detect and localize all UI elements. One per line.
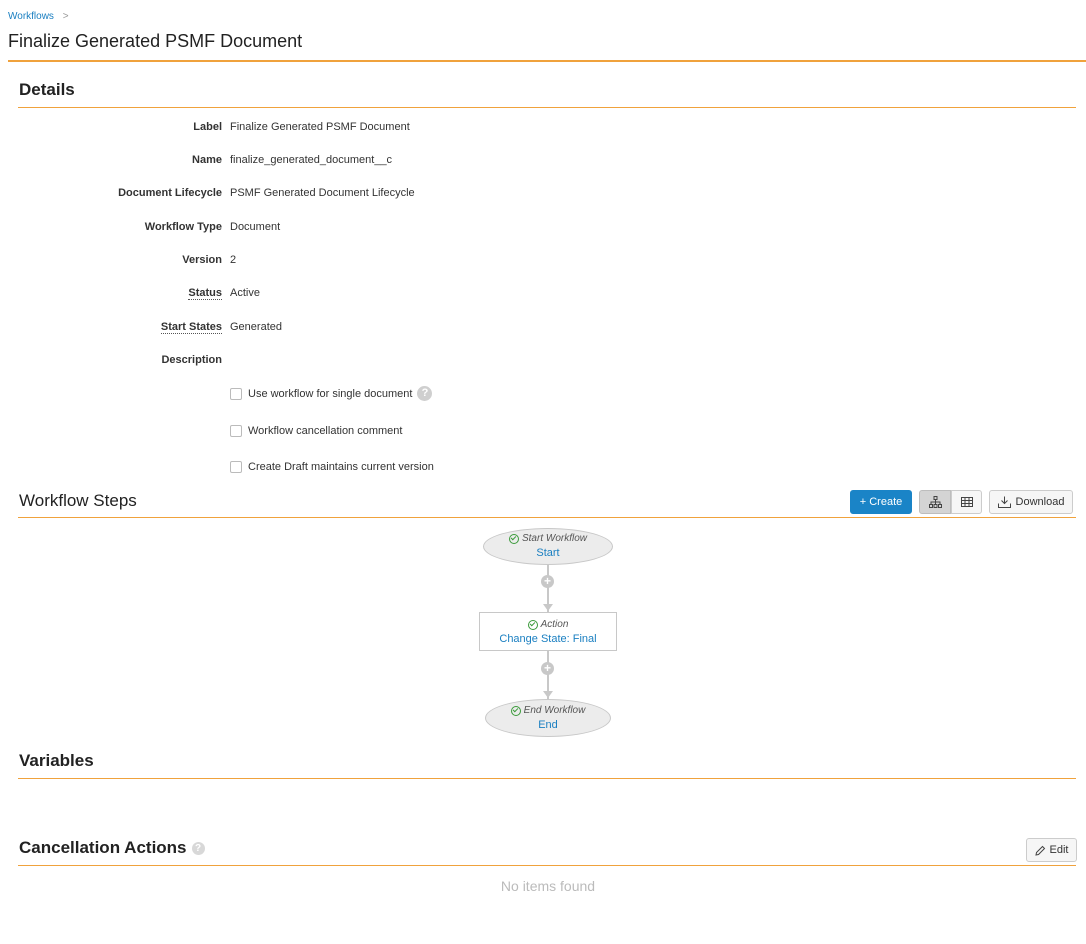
table-view-button[interactable] [951, 490, 982, 514]
start-node-type-label: Start Workflow [521, 533, 587, 544]
single-doc-option: Use workflow for single document ? [230, 386, 433, 401]
details-section-title: Details [19, 80, 75, 99]
check-circle-icon [508, 533, 519, 544]
breadcrumb-workflows-link[interactable]: Workflows [8, 11, 54, 22]
page-title: Finalize Generated PSMF Document [8, 31, 303, 51]
workflow-type-field-value: Document [230, 221, 281, 233]
action-node[interactable]: Action Change State: Final [479, 612, 617, 651]
start-node-name: Start [536, 547, 560, 559]
label-field-label: Label [193, 121, 222, 133]
create-button[interactable]: + Create [850, 490, 912, 514]
check-circle-icon [527, 619, 538, 630]
action-node-name: Change State: Final [499, 633, 597, 645]
cancellation-divider [18, 865, 1076, 866]
connector-line [547, 565, 549, 612]
edit-label: Edit [1049, 844, 1069, 856]
cancel-comment-label: Workflow cancellation comment [248, 425, 403, 437]
variables-title: Variables [19, 751, 94, 770]
start-states-label-text: Start States [160, 321, 222, 334]
lifecycle-field-label: Document Lifecycle [118, 187, 222, 199]
download-icon [997, 496, 1011, 508]
create-draft-label: Create Draft maintains current version [248, 461, 434, 473]
start-node-type: Start Workflow [484, 533, 612, 544]
arrow-down-icon [543, 691, 553, 698]
title-divider [8, 60, 1086, 62]
cancel-comment-option: Workflow cancellation comment [230, 425, 402, 437]
variables-divider [18, 778, 1076, 779]
workflow-steps-divider [18, 517, 1076, 518]
create-draft-checkbox[interactable] [230, 461, 242, 473]
check-circle-icon [510, 705, 521, 716]
add-step-icon[interactable]: + [541, 575, 554, 588]
end-node-name: End [538, 719, 558, 731]
status-field-value: Active [230, 287, 260, 299]
help-icon[interactable]: ? [191, 841, 205, 855]
grid-icon [960, 497, 973, 507]
breadcrumb: Workflows > [8, 11, 69, 22]
action-node-type: Action [480, 619, 616, 630]
end-workflow-node[interactable]: End Workflow End [485, 699, 611, 737]
status-field-label: Status [0, 287, 222, 300]
cancellation-title: Cancellation Actions ? [19, 838, 205, 858]
cancel-comment-checkbox[interactable] [230, 425, 242, 437]
diagram-view-button[interactable] [919, 490, 951, 514]
empty-state-message: No items found [500, 878, 596, 894]
details-divider [18, 107, 1076, 108]
description-field-label: Description [161, 354, 222, 366]
start-states-field-label: Start States [0, 321, 222, 334]
cancellation-title-text: Cancellation Actions [19, 838, 187, 857]
name-field-label: Name [192, 154, 222, 166]
add-step-icon[interactable]: + [541, 662, 554, 675]
start-states-link[interactable]: Generated [230, 321, 282, 333]
workflow-steps-title: Workflow Steps [19, 491, 137, 510]
arrow-down-icon [543, 604, 553, 611]
end-node-type: End Workflow [486, 705, 610, 716]
pencil-icon [1034, 845, 1045, 856]
connector-line [547, 651, 549, 699]
action-node-type-label: Action [540, 619, 569, 630]
workflow-type-field-label: Workflow Type [144, 221, 222, 233]
label-field-value: Finalize Generated PSMF Document [230, 121, 410, 133]
download-label: Download [1015, 496, 1065, 508]
edit-button[interactable]: Edit [1026, 838, 1077, 862]
version-field-value: 2 [230, 254, 237, 266]
name-field-value: finalize_generated_document__c [230, 154, 393, 166]
help-icon[interactable]: ? [417, 386, 433, 401]
status-label-text: Status [188, 287, 222, 300]
create-draft-option: Create Draft maintains current version [230, 461, 434, 473]
breadcrumb-separator: > [62, 11, 69, 22]
start-workflow-node[interactable]: Start Workflow Start [483, 528, 613, 565]
single-doc-label: Use workflow for single document [248, 387, 413, 400]
lifecycle-link[interactable]: PSMF Generated Document Lifecycle [230, 187, 415, 199]
hierarchy-icon [928, 496, 942, 508]
end-node-type-label: End Workflow [523, 705, 586, 716]
single-doc-checkbox[interactable] [230, 387, 242, 400]
download-button[interactable]: Download [989, 490, 1073, 514]
version-field-label: Version [182, 254, 222, 266]
